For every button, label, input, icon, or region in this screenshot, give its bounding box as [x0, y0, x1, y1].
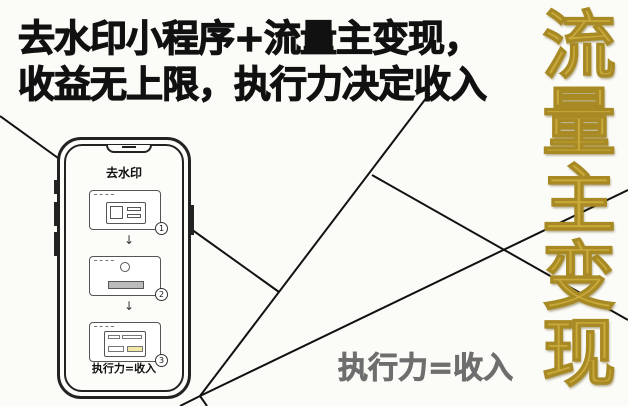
step-number: 3 [155, 354, 168, 367]
gold-char: 主 [542, 157, 617, 243]
phone-illustration: 去水印 1 ↓ 2 ↓ 3 [54, 137, 194, 399]
step-number: 1 [155, 222, 168, 235]
vertical-gold-title: 流 量 主 变 现 [536, 3, 622, 397]
line [199, 92, 431, 397]
phone-button [54, 202, 57, 226]
line [0, 115, 59, 159]
phone-button [54, 180, 57, 194]
phone-button [54, 232, 57, 256]
form-result-icon [104, 331, 146, 357]
line [199, 395, 208, 406]
line [371, 174, 628, 321]
phone-button [191, 205, 194, 235]
gold-char: 现 [542, 311, 617, 397]
arrow-down-icon: ↓ [124, 299, 135, 313]
tagline: 执行力=收入 [338, 351, 514, 387]
step-card-2: 2 [89, 256, 168, 301]
step-number: 2 [155, 288, 168, 301]
gold-char: 变 [542, 234, 617, 320]
headline-line-2: 收益无上限，执行力决定收入 [17, 62, 487, 106]
image-card-icon [106, 202, 146, 224]
phone-notch [106, 145, 152, 153]
step-card-1: 1 [89, 190, 168, 235]
arrow-down-icon: ↓ [124, 233, 135, 247]
gold-char: 流 [542, 3, 617, 89]
line [179, 395, 201, 406]
phone-title: 去水印 [105, 166, 142, 180]
line [199, 189, 628, 397]
gold-char: 量 [542, 80, 617, 166]
headline-line-1: 去水印小程序+流量主变现， [17, 16, 481, 60]
step-card-3: 3 [89, 322, 168, 367]
phone-footer: 执行力=收入 [91, 362, 157, 375]
search-magic-icon [120, 262, 130, 272]
phone-screen: 去水印 1 ↓ 2 ↓ 3 [64, 144, 184, 392]
line [183, 223, 280, 293]
action-bar [108, 281, 144, 289]
